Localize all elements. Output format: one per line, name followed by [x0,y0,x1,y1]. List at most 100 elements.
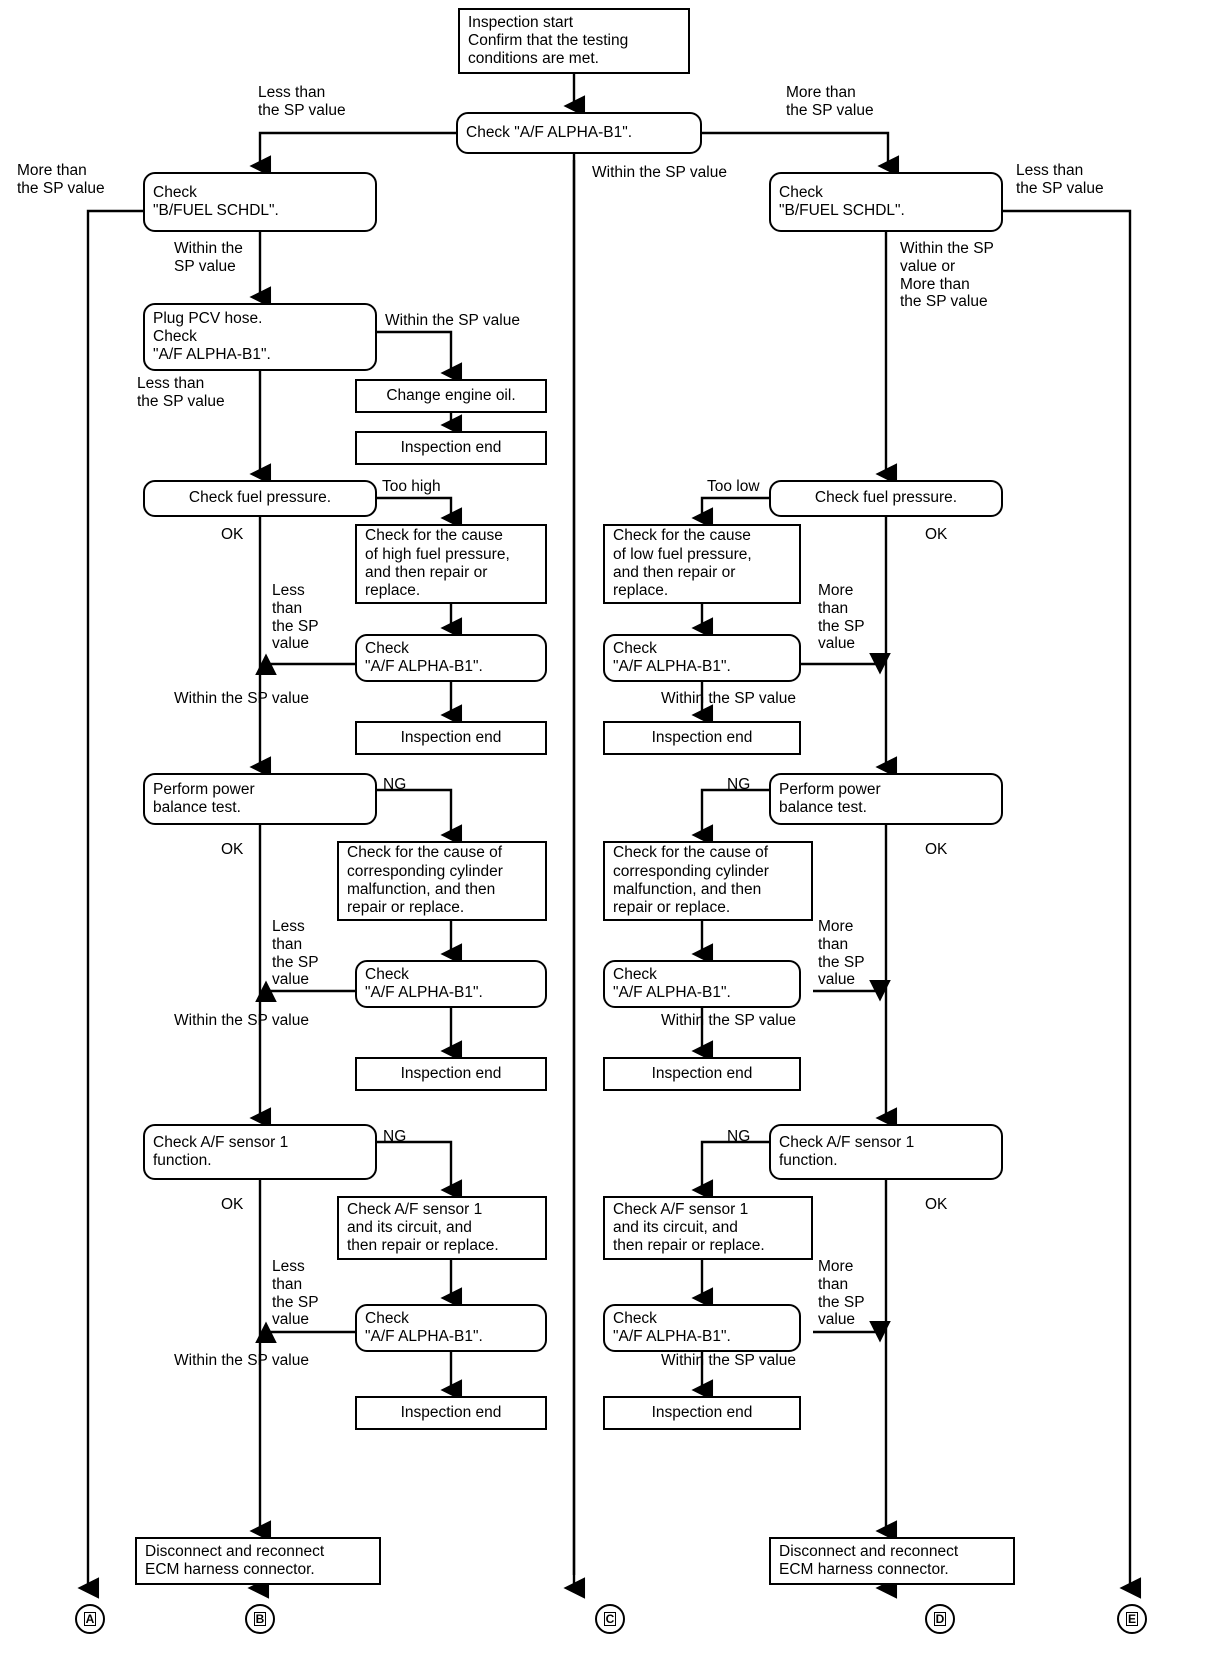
edge-label-lbl_within_1l: Within the SP value [174,690,309,707]
node-label: Disconnect and reconnect ECM harness con… [779,1542,959,1578]
node-ecm_left: Disconnect and reconnect ECM harness con… [135,1537,381,1585]
node-label: Check for the cause of corresponding cyl… [613,844,769,917]
edge-label-lbl_more_3r: More than the SP value [818,1258,865,1329]
node-power_right: Perform power balance test. [769,773,1003,825]
node-sensor_right: Check A/F sensor 1 function. [769,1124,1003,1180]
edge-label-lbl_within_3l: Within the SP value [174,1352,309,1369]
node-label: Check "A/F ALPHA-B1". [365,1309,483,1345]
node-label: Disconnect and reconnect ECM harness con… [145,1542,325,1578]
edge-label-lbl_ng_3l: NG [383,1128,407,1145]
node-label: Check "A/F ALPHA-B1". [365,639,483,675]
edge-label-lbl_ok_1r: OK [925,526,948,543]
edge-label-lbl_within_center: Within the SP value [592,164,727,181]
node-bfuel_right: Check "B/FUEL SCHDL". [769,172,1003,232]
node-insp_end_4: Inspection end [355,1057,547,1091]
node-insp_end_7: Inspection end [603,1396,801,1430]
edge-label-lbl_ng_2l: NG [383,776,407,793]
edge-label-lbl_ng_3r: NG [727,1128,751,1145]
node-check_af_r3: Check "A/F ALPHA-B1". [603,960,801,1008]
node-label: Check for the cause of high fuel pressur… [365,527,510,600]
edge-label-lbl_less_far_right: Less than the SP value [1016,162,1104,197]
edge-label-lbl_too_low: Too low [707,478,760,495]
edge-label-lbl_more_1r: More than the SP value [818,582,865,653]
edge-label-lbl_less_pcv: Less than the SP value [137,375,225,410]
edge-label-lbl_ok_3l: OK [221,1196,244,1213]
connector-letter: D [933,1612,947,1626]
node-cyl_left: Check for the cause of corresponding cyl… [337,841,547,921]
connector-letter: A [83,1612,97,1626]
node-label: Check A/F sensor 1 function. [153,1133,289,1169]
node-label: Inspection end [400,1403,502,1421]
node-power_left: Perform power balance test. [143,773,377,825]
node-high_press: Check for the cause of high fuel pressur… [355,524,547,604]
node-label: Inspection start Confirm that the testin… [468,13,629,68]
edge-label-lbl_less_top_left: Less than the SP value [258,84,346,119]
edge-label-lbl_ok_2r: OK [925,841,948,858]
edge-label-lbl_within_3r: Within the SP value [661,1352,796,1369]
node-insp_end_5: Inspection end [603,1057,801,1091]
node-label: Check "A/F ALPHA-B1". [365,965,483,1001]
edge-label-lbl_ng_2r: NG [727,776,751,793]
connector-letter: E [1125,1612,1138,1626]
node-label: Inspection end [651,728,753,746]
edge-label-lbl_less_1l: Less than the SP value [272,582,319,653]
node-change_oil: Change engine oil. [355,379,547,413]
edge-label-lbl_less_2l: Less than the SP value [272,918,319,989]
off-page-connector-c: C [595,1604,625,1634]
off-page-connector-b: B [245,1604,275,1634]
node-label: Inspection end [651,1403,753,1421]
off-page-connector-a: A [75,1604,105,1634]
edge-label-lbl_more_top_right: More than the SP value [786,84,874,119]
edge-label-lbl_too_high: Too high [382,478,441,495]
node-label: Inspection end [651,1064,753,1082]
node-insp_end_2: Inspection end [355,721,547,755]
edge-label-lbl_ok_3r: OK [925,1196,948,1213]
edge-label-lbl_more_far_left: More than the SP value [17,162,105,197]
off-page-connector-d: D [925,1604,955,1634]
node-label: Check "B/FUEL SCHDL". [779,183,905,219]
edge-label-lbl_within_pcv: Within the SP value [385,312,520,329]
node-cyl_right: Check for the cause of corresponding cyl… [603,841,813,921]
node-label: Inspection end [400,1064,502,1082]
node-label: Check "A/F ALPHA-B1". [613,1309,731,1345]
node-check_af_l4: Check "A/F ALPHA-B1". [355,1304,547,1352]
node-sensor_left: Check A/F sensor 1 function. [143,1124,377,1180]
node-label: Check fuel pressure. [814,489,958,507]
node-label: Check "B/FUEL SCHDL". [153,183,279,219]
node-sensor_circ_right: Check A/F sensor 1 and its circuit, and … [603,1196,813,1260]
node-label: Inspection end [400,728,502,746]
node-label: Check for the cause of corresponding cyl… [347,844,503,917]
node-label: Change engine oil. [386,386,516,404]
off-page-connector-e: E [1117,1604,1147,1634]
edge-label-lbl_more_2r: More than the SP value [818,918,865,989]
node-check_af_l3: Check "A/F ALPHA-B1". [355,960,547,1008]
edge-label-lbl_within_2l: Within the SP value [174,1012,309,1029]
node-label: Check for the cause of low fuel pressure… [613,527,752,600]
node-start: Inspection start Confirm that the testin… [458,8,690,74]
node-label: Check "A/F ALPHA-B1". [613,965,731,1001]
edge-label-lbl_ok_1l: OK [221,526,244,543]
node-insp_end_6: Inspection end [355,1396,547,1430]
node-label: Check A/F sensor 1 and its circuit, and … [613,1200,765,1255]
node-check_af_l2: Check "A/F ALPHA-B1". [355,634,547,682]
node-check_af_r4: Check "A/F ALPHA-B1". [603,1304,801,1352]
node-label: Perform power balance test. [779,780,881,816]
node-check_af_top: Check "A/F ALPHA-B1". [456,112,702,154]
node-label: Perform power balance test. [153,780,255,816]
connector-letter: C [603,1612,617,1626]
node-label: Check A/F sensor 1 and its circuit, and … [347,1200,499,1255]
edge-label-lbl_ok_2l: OK [221,841,244,858]
node-fuel_press_left: Check fuel pressure. [143,480,377,517]
node-insp_end_3: Inspection end [603,721,801,755]
node-sensor_circ_left: Check A/F sensor 1 and its circuit, and … [337,1196,547,1260]
edge-label-lbl_within_1r: Within the SP value [661,690,796,707]
node-label: Plug PCV hose. Check "A/F ALPHA-B1". [153,309,271,364]
node-label: Check A/F sensor 1 function. [779,1133,915,1169]
node-label: Check fuel pressure. [188,489,332,507]
node-insp_end_1: Inspection end [355,431,547,465]
node-label: Check "A/F ALPHA-B1". [613,639,731,675]
node-check_af_r2: Check "A/F ALPHA-B1". [603,634,801,682]
node-label: Inspection end [400,438,502,456]
